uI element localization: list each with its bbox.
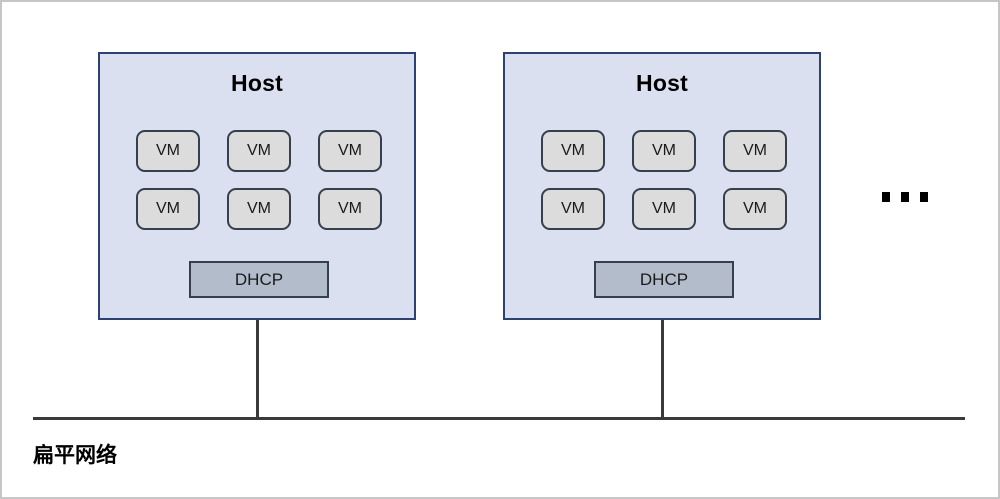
vm-box-2-2[interactable]: VM xyxy=(632,130,696,172)
vm-box-1-4[interactable]: VM xyxy=(136,188,200,230)
connector-host-2 xyxy=(661,320,664,419)
vm-box-2-3[interactable]: VM xyxy=(723,130,787,172)
flat-network-label: 扁平网络 xyxy=(33,443,117,467)
vm-label: VM xyxy=(156,142,180,159)
vm-box-2-6[interactable]: VM xyxy=(723,188,787,230)
host-box-2[interactable]: Host VM VM VM VM VM VM DHCP xyxy=(503,52,821,320)
ellipsis-dot-1 xyxy=(882,192,890,202)
vm-box-1-5[interactable]: VM xyxy=(227,188,291,230)
host-title-1: Host xyxy=(231,70,283,96)
host-title-2: Host xyxy=(636,70,688,96)
vm-box-1-1[interactable]: VM xyxy=(136,130,200,172)
vm-box-1-6[interactable]: VM xyxy=(318,188,382,230)
vm-label: VM xyxy=(338,142,362,159)
dhcp-box-1[interactable]: DHCP xyxy=(189,261,329,298)
vm-label: VM xyxy=(338,200,362,217)
vm-label: VM xyxy=(247,142,271,159)
vm-label: VM xyxy=(652,142,676,159)
host-box-1[interactable]: Host VM VM VM VM VM VM DHCP xyxy=(98,52,416,320)
vm-label: VM xyxy=(156,200,180,217)
dhcp-label: DHCP xyxy=(639,269,689,289)
flat-network-bus-line xyxy=(33,417,965,420)
ellipsis-dot-2 xyxy=(901,192,909,202)
vm-label: VM xyxy=(743,200,767,217)
ellipsis-dot-3 xyxy=(920,192,928,202)
vm-box-2-4[interactable]: VM xyxy=(541,188,605,230)
vm-label: VM xyxy=(652,200,676,217)
vm-box-1-2[interactable]: VM xyxy=(227,130,291,172)
vm-box-2-5[interactable]: VM xyxy=(632,188,696,230)
more-hosts-ellipsis-icon xyxy=(882,192,928,202)
vm-label: VM xyxy=(247,200,271,217)
connector-host-1 xyxy=(256,320,259,419)
dhcp-label: DHCP xyxy=(234,269,284,289)
vm-box-2-1[interactable]: VM xyxy=(541,130,605,172)
dhcp-box-2[interactable]: DHCP xyxy=(594,261,734,298)
vm-label: VM xyxy=(561,142,585,159)
vm-label: VM xyxy=(561,200,585,217)
vm-label: VM xyxy=(743,142,767,159)
vm-box-1-3[interactable]: VM xyxy=(318,130,382,172)
